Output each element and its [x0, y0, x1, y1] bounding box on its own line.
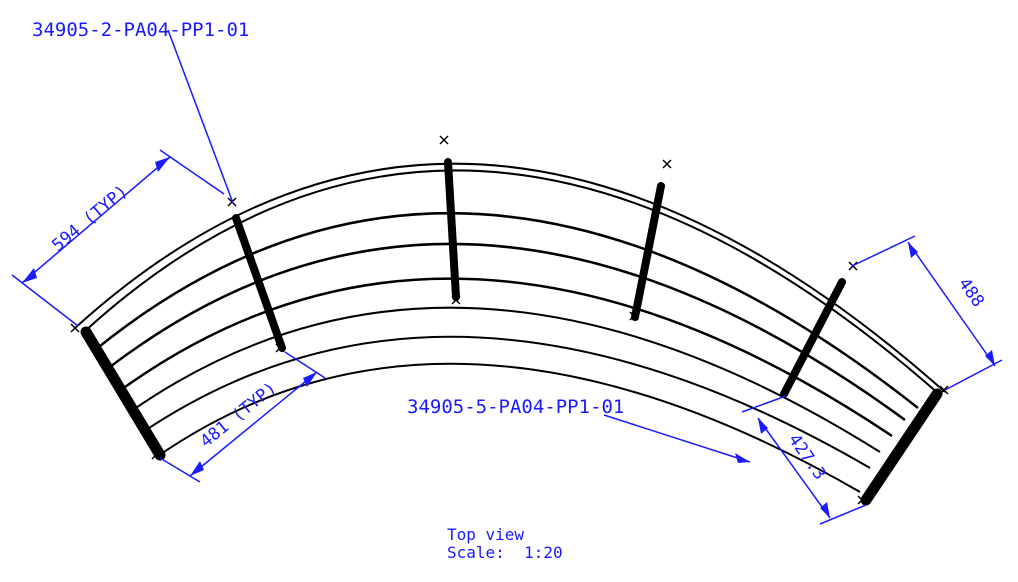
- posts: [80, 158, 943, 506]
- dim-label-427: 427.3: [784, 430, 830, 483]
- rail-3: [105, 242, 906, 422]
- dim-594-ext-2: [159, 149, 225, 195]
- part-label-right: 34905-5-PA04-PP1-01: [407, 396, 624, 418]
- dim-594-ext-1: [11, 274, 79, 327]
- annotations: [11, 29, 1003, 525]
- post-1: [232, 214, 286, 352]
- dim-427-ext-1: [741, 395, 787, 413]
- post-3: [631, 182, 665, 321]
- rail-ticks: [70, 135, 949, 505]
- dim-427-ext-2: [819, 504, 867, 525]
- dim-481-ext-1: [159, 457, 201, 483]
- dim-label-481: 481 (TYP): [197, 378, 281, 452]
- dim-481-ext-2: [284, 351, 326, 379]
- leader-top-left: [167, 29, 234, 204]
- post-2: [444, 158, 460, 301]
- post-right-end: [860, 388, 943, 506]
- rail-outer-2: [83, 169, 941, 396]
- rail-5: [129, 306, 881, 453]
- arc-rails: [74, 162, 946, 493]
- dim-427-line: [757, 417, 831, 519]
- caption-scale: Scale: 1:20: [447, 543, 563, 562]
- dim-label-594: 594 (TYP): [48, 181, 131, 256]
- caption-title: Top view: [447, 525, 525, 544]
- post-left-end: [80, 326, 166, 461]
- dim-594-line: [21, 156, 171, 284]
- rail-2: [94, 212, 919, 409]
- rail-inner: [157, 362, 861, 493]
- part-label-top-left: 34905-2-PA04-PP1-01: [32, 19, 249, 41]
- dim-488-line: [907, 241, 996, 367]
- arrowheads: [22, 157, 995, 518]
- leader-right: [603, 414, 751, 463]
- dim-481-line: [189, 371, 318, 477]
- dim-488-ext-2: [944, 359, 1003, 391]
- rail-4: [117, 277, 893, 438]
- dim-488-ext-1: [851, 235, 916, 267]
- rail-outer: [74, 162, 946, 393]
- post-4: [780, 278, 846, 398]
- dim-label-488: 488: [954, 274, 988, 311]
